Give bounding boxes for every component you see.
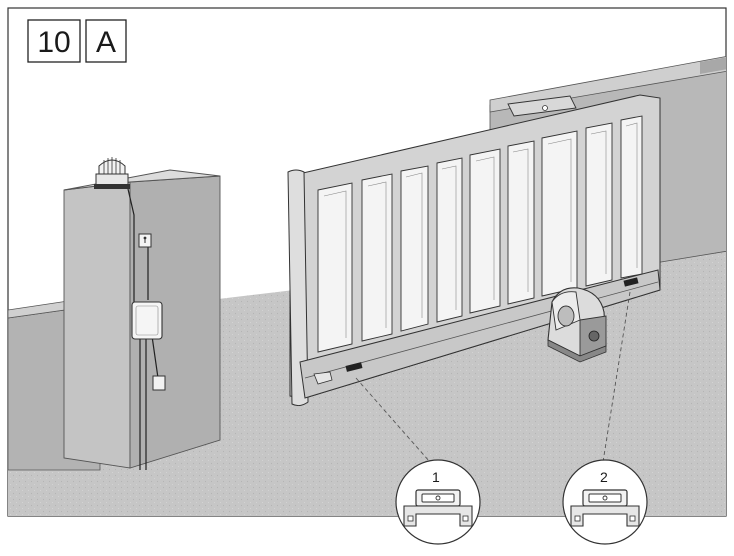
step-label: 10 A bbox=[27, 19, 127, 63]
callout-1: 1 bbox=[395, 459, 481, 545]
control-unit-box-icon bbox=[131, 301, 163, 340]
gate-front-stop bbox=[313, 371, 333, 385]
limit-switch-detail-icon bbox=[570, 489, 640, 527]
limit-plate-1 bbox=[345, 362, 363, 372]
back-wall-edge bbox=[700, 57, 726, 74]
step-letter: A bbox=[96, 26, 116, 59]
flashing-lamp-icon bbox=[94, 157, 130, 189]
photocell-icon bbox=[152, 375, 166, 391]
photocell-cable bbox=[151, 335, 159, 379]
gate-front-post bbox=[287, 169, 309, 407]
key-selector-icon bbox=[138, 233, 152, 248]
limit-switch-detail-icon bbox=[403, 489, 473, 527]
leader-line-1 bbox=[355, 377, 431, 463]
step-letter-box bbox=[85, 19, 127, 63]
limit-plate-2 bbox=[623, 277, 639, 287]
main-cable bbox=[139, 338, 147, 470]
back-wall-top bbox=[489, 56, 726, 113]
leader-line-2 bbox=[602, 291, 631, 463]
gate-guide-bracket bbox=[507, 95, 577, 117]
callout-2: 2 bbox=[562, 459, 648, 545]
step-number: 10 bbox=[37, 26, 70, 59]
gate-motor-icon bbox=[547, 287, 607, 363]
callout-2-label: 2 bbox=[600, 469, 608, 485]
step-number-box bbox=[27, 19, 81, 63]
lamp-cable bbox=[127, 188, 135, 305]
pillar-front bbox=[63, 181, 131, 469]
callout-1-label: 1 bbox=[432, 469, 440, 485]
